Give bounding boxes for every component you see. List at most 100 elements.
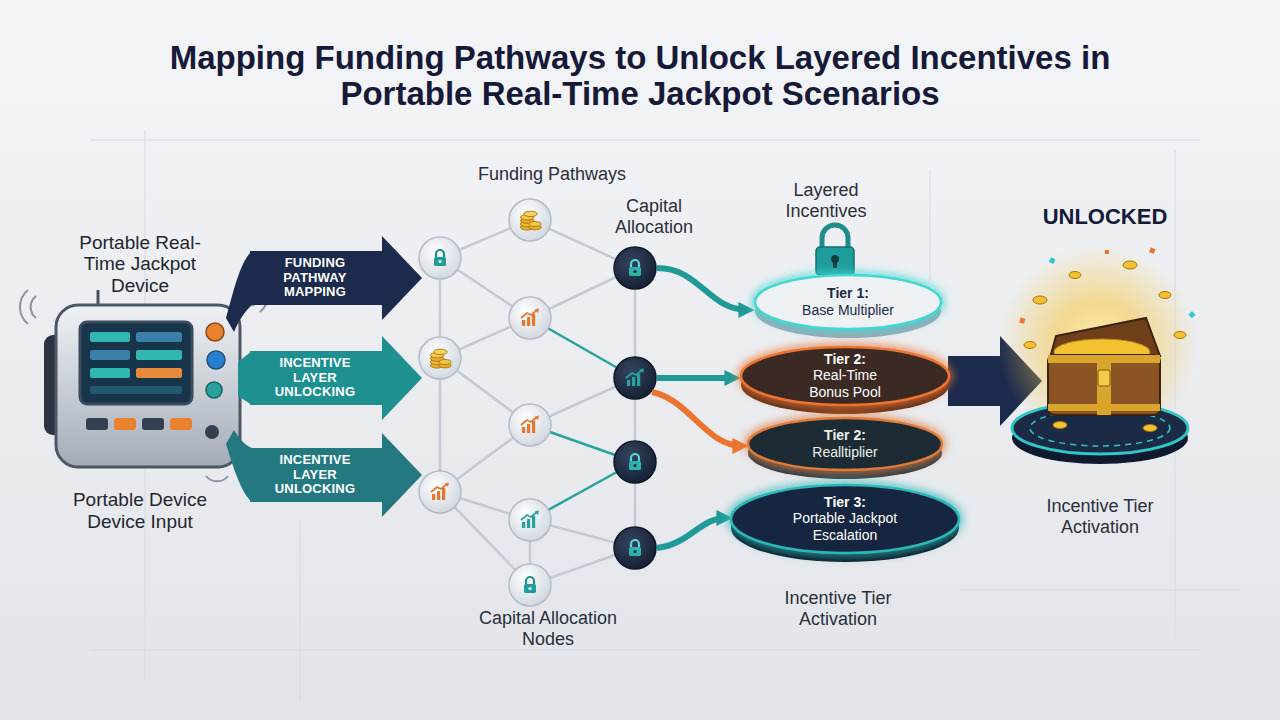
allocation-circle [509, 564, 551, 606]
tier-name: Real-Time Bonus Pool [795, 367, 895, 399]
banner-arrow [250, 433, 422, 517]
signal-arc [206, 476, 228, 481]
confetti [1149, 247, 1155, 253]
allocation-circle [419, 237, 461, 279]
chest-lock [1098, 370, 1110, 386]
diagram-title: Mapping Funding Pathways to Unlock Layer… [120, 40, 1160, 113]
chart-icon [626, 369, 644, 387]
tier-disc: Tier 1:Base Multiplier [752, 270, 944, 342]
status-label: UNLOCKED [1005, 204, 1205, 229]
grid-line [300, 520, 301, 700]
lock-icon [524, 577, 536, 593]
allocation-circle [419, 337, 461, 379]
chart-icon [431, 483, 449, 501]
grid-line [960, 590, 1240, 591]
disc-top [741, 347, 949, 405]
allocation-circle [419, 471, 461, 513]
lock-body [816, 247, 854, 275]
screen-row [90, 368, 130, 378]
banner-text: FUNDING PATHWAY MAPPING [265, 256, 365, 301]
flying-coin [1033, 296, 1047, 304]
pathway-banner: INCENTIVE LAYER UNLOCKING [250, 433, 422, 517]
banner-text: INCENTIVE LAYER UNLOCKING [265, 356, 365, 401]
feed-arrow [657, 518, 726, 548]
confetti [1019, 318, 1025, 324]
section-label: Funding Pathways [452, 164, 652, 185]
banner-tail [226, 251, 252, 332]
banner-tail [226, 430, 252, 502]
tier-name: Portable Jackpot Escalation [783, 510, 908, 542]
network-links [440, 220, 635, 585]
banner-tails [226, 251, 252, 502]
floor-coin [1053, 422, 1067, 429]
confetti [1188, 311, 1195, 318]
chest-body [1048, 355, 1160, 415]
coins-icon [520, 211, 541, 230]
lock-icon [629, 260, 641, 276]
screen-row [136, 368, 182, 378]
allocation-circle [614, 247, 656, 289]
allocation-circle [614, 441, 656, 483]
device-screen [80, 322, 192, 404]
tier-heading: Tier 1: [783, 285, 913, 301]
allocation-circle [509, 404, 551, 446]
coins-icon [430, 349, 451, 368]
section-label: Incentive Tier Activation [763, 588, 913, 629]
allocation-circle [614, 527, 656, 569]
tier-disc: Tier 3:Portable Jackpot Escalation [728, 480, 962, 566]
allocation-circle [509, 199, 551, 241]
chart-icon [521, 511, 539, 529]
disc-glow [741, 347, 949, 405]
device-node: Portable Real-Time Jackpot DevicePortabl… [40, 232, 240, 532]
screen-row [90, 350, 130, 360]
tier-feed-arrows [652, 268, 748, 548]
disc-glow [731, 485, 959, 553]
allocation-circle [509, 297, 551, 339]
disc-glow [755, 275, 941, 329]
lock-icon [629, 540, 641, 556]
chart-icon [521, 309, 539, 327]
grid-lines [90, 130, 1240, 700]
section-label: Layered Incentives [771, 180, 881, 221]
screen-row [90, 332, 130, 342]
banner-arrow [250, 236, 422, 320]
lock-icon [629, 454, 641, 470]
flying-coin [1069, 272, 1081, 279]
floor-coin [1143, 425, 1157, 432]
device-key [142, 418, 164, 430]
treasure-chest [998, 245, 1198, 464]
network-circles [419, 199, 656, 606]
tier-heading: Tier 2: [795, 351, 895, 367]
grid-line [90, 140, 1200, 141]
signal-arc [31, 296, 36, 318]
flying-coin [1159, 292, 1171, 299]
screen-row [90, 386, 182, 394]
chest-band [1097, 355, 1111, 415]
lock-keyhole [833, 260, 837, 268]
device-key [114, 418, 136, 430]
device-heading: Portable Real-Time Jackpot Device [59, 232, 221, 296]
lock-shackle [822, 225, 848, 248]
banner-tail [238, 351, 252, 405]
device-key [86, 418, 108, 430]
device-button [205, 425, 219, 439]
flying-coin [1174, 332, 1186, 339]
tier-name: Realltiplier [780, 444, 910, 460]
allocation-circle [614, 357, 656, 399]
pathway-banner: INCENTIVE LAYER UNLOCKING [250, 336, 422, 420]
device-button [206, 382, 222, 398]
disc-glow [748, 418, 942, 470]
banner-text: INCENTIVE LAYER UNLOCKING [265, 453, 365, 498]
tier-lock [816, 225, 854, 275]
tier-heading: Tier 2: [780, 427, 910, 443]
tier-disc: Tier 2:Real-Time Bonus Pool [738, 342, 952, 418]
signal-arc [20, 290, 28, 324]
disc-top [731, 485, 959, 553]
tier-disc: Tier 2:Realltiplier [745, 413, 945, 483]
grid-line [90, 650, 1200, 651]
confetti [1049, 257, 1056, 264]
screen-row [136, 332, 182, 342]
tier-heading: Tier 3: [783, 494, 908, 510]
disc-top [748, 418, 942, 470]
screen-row [136, 350, 182, 360]
